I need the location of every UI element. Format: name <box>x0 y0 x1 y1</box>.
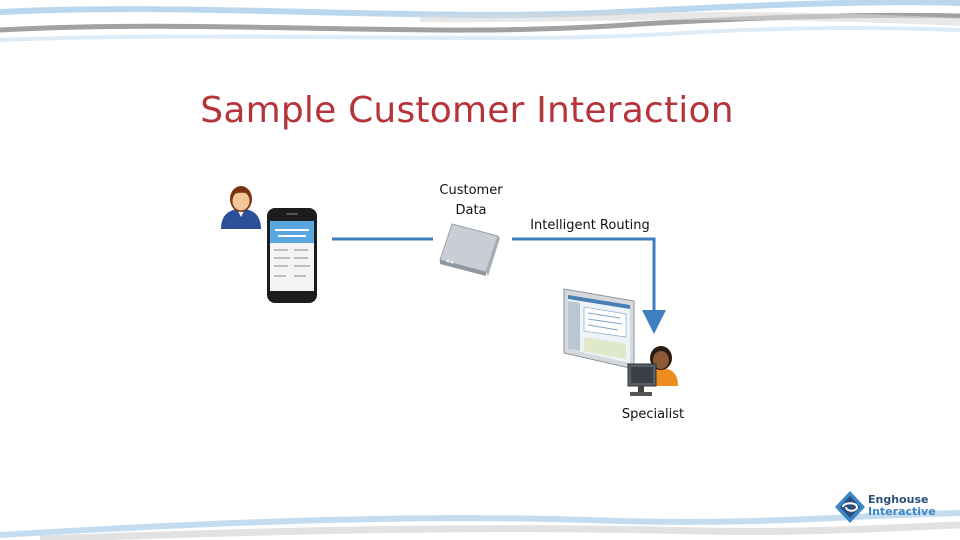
specialist-label: Specialist <box>621 407 685 422</box>
brand-line1: Enghouse <box>868 493 929 506</box>
slide-title: Sample Customer Interaction <box>200 90 734 131</box>
top-swoosh-decoration <box>0 0 960 42</box>
intelligent-routing-label: Intelligent Routing <box>530 218 650 233</box>
data-server-icon <box>439 223 500 276</box>
specialist-agent-icon <box>627 346 678 396</box>
agent-desktop-screen-icon <box>563 288 635 370</box>
brand-line2: Interactive <box>868 505 936 518</box>
enghouse-logo-icon <box>835 491 865 523</box>
customer-person-icon <box>221 186 261 229</box>
routing-arrow <box>512 237 666 334</box>
customer-data-label-line2: Data <box>455 203 487 218</box>
customer-data-label-line1: Customer <box>439 183 503 198</box>
smartphone-icon <box>267 208 317 303</box>
enghouse-brand-text: Enghouse Interactive <box>868 494 936 518</box>
customer-data-label: Customer Data <box>432 181 510 221</box>
